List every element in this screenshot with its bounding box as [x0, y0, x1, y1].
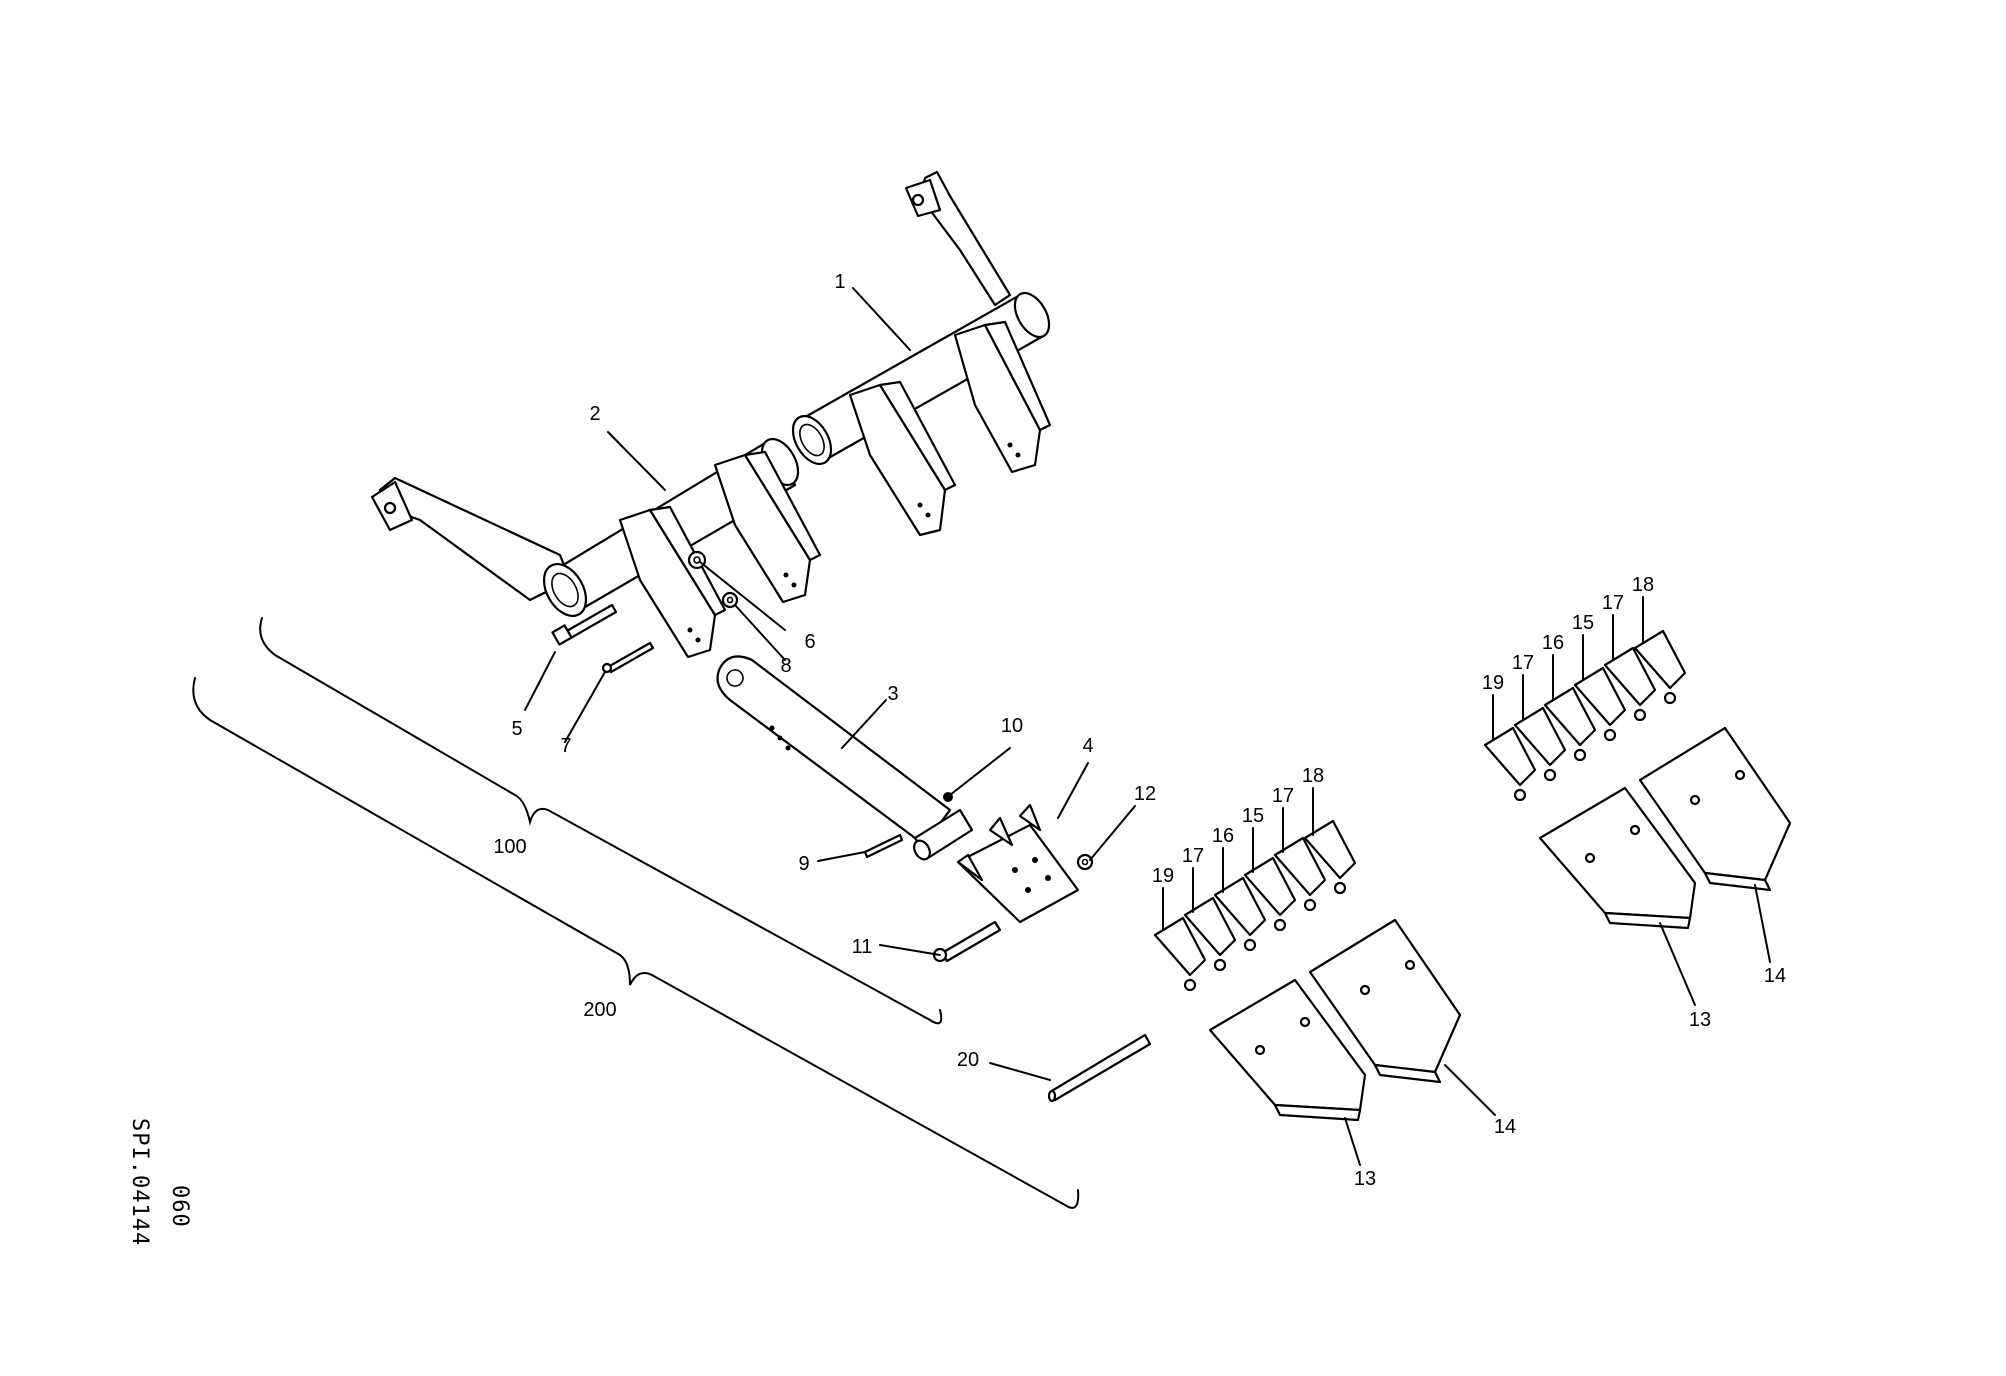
callout-200: 200 [583, 999, 616, 1021]
callout-19-right: 19 [1482, 672, 1504, 694]
callout-100: 100 [493, 836, 526, 858]
callout-19-middle: 19 [1152, 865, 1174, 887]
callout-3: 3 [887, 683, 898, 705]
drawing-code-revision: 060 [167, 1185, 192, 1228]
callout-17-middle-a: 17 [1182, 845, 1204, 867]
part-7-bolt [601, 641, 655, 674]
callout-1: 1 [834, 271, 845, 293]
callout-14-middle: 14 [1494, 1116, 1516, 1138]
callout-6: 6 [804, 631, 815, 653]
callout-13-middle: 13 [1354, 1168, 1376, 1190]
callout-17-middle-b: 17 [1272, 785, 1294, 807]
callout-labels: 1 2 3 4 5 6 7 8 9 10 11 12 20 100 200 19… [493, 271, 1786, 1190]
callout-11: 11 [852, 936, 873, 958]
part-20-rod [1047, 1033, 1152, 1103]
leader-lines [524, 287, 1771, 1166]
part-8-nut [721, 591, 739, 609]
part-6-nut [687, 550, 707, 570]
callout-4: 4 [1082, 735, 1093, 757]
callout-9: 9 [798, 853, 809, 875]
callout-15-right: 15 [1572, 612, 1594, 634]
part-1-right-tube-assembly [791, 170, 1052, 537]
part-11-bolt [932, 920, 1002, 963]
callout-18-right: 18 [1632, 574, 1654, 596]
callout-16-right: 16 [1542, 632, 1564, 654]
callout-17-right-a: 17 [1512, 652, 1534, 674]
part-9-pin [863, 833, 904, 859]
part-2-left-tube-assembly [370, 437, 822, 659]
callout-2: 2 [589, 403, 600, 425]
shares-group-right [1483, 629, 1792, 930]
drawing-code: SPI.04144 060 [127, 1118, 192, 1246]
callout-5: 5 [511, 718, 522, 740]
callout-16-middle: 16 [1212, 825, 1234, 847]
brace-100 [259, 617, 943, 1025]
part-4-bracket-plate [956, 803, 1080, 924]
callout-13-right: 13 [1689, 1009, 1711, 1031]
callout-18-middle: 18 [1302, 765, 1324, 787]
part-3-arm [716, 655, 974, 861]
callout-17-right-b: 17 [1602, 592, 1624, 614]
callout-7: 7 [560, 735, 571, 757]
callout-12: 12 [1134, 783, 1156, 805]
callout-10: 10 [1001, 715, 1023, 737]
callout-14-right: 14 [1764, 965, 1786, 987]
callout-20: 20 [957, 1049, 979, 1071]
callout-15-middle: 15 [1242, 805, 1264, 827]
shares-group-middle [1153, 819, 1462, 1122]
part-5-bolt [551, 603, 618, 646]
part-12-nut [1076, 853, 1094, 871]
drawing-code-number: SPI.04144 [127, 1118, 152, 1246]
callout-8: 8 [780, 655, 791, 677]
brace-200 [192, 677, 1080, 1209]
